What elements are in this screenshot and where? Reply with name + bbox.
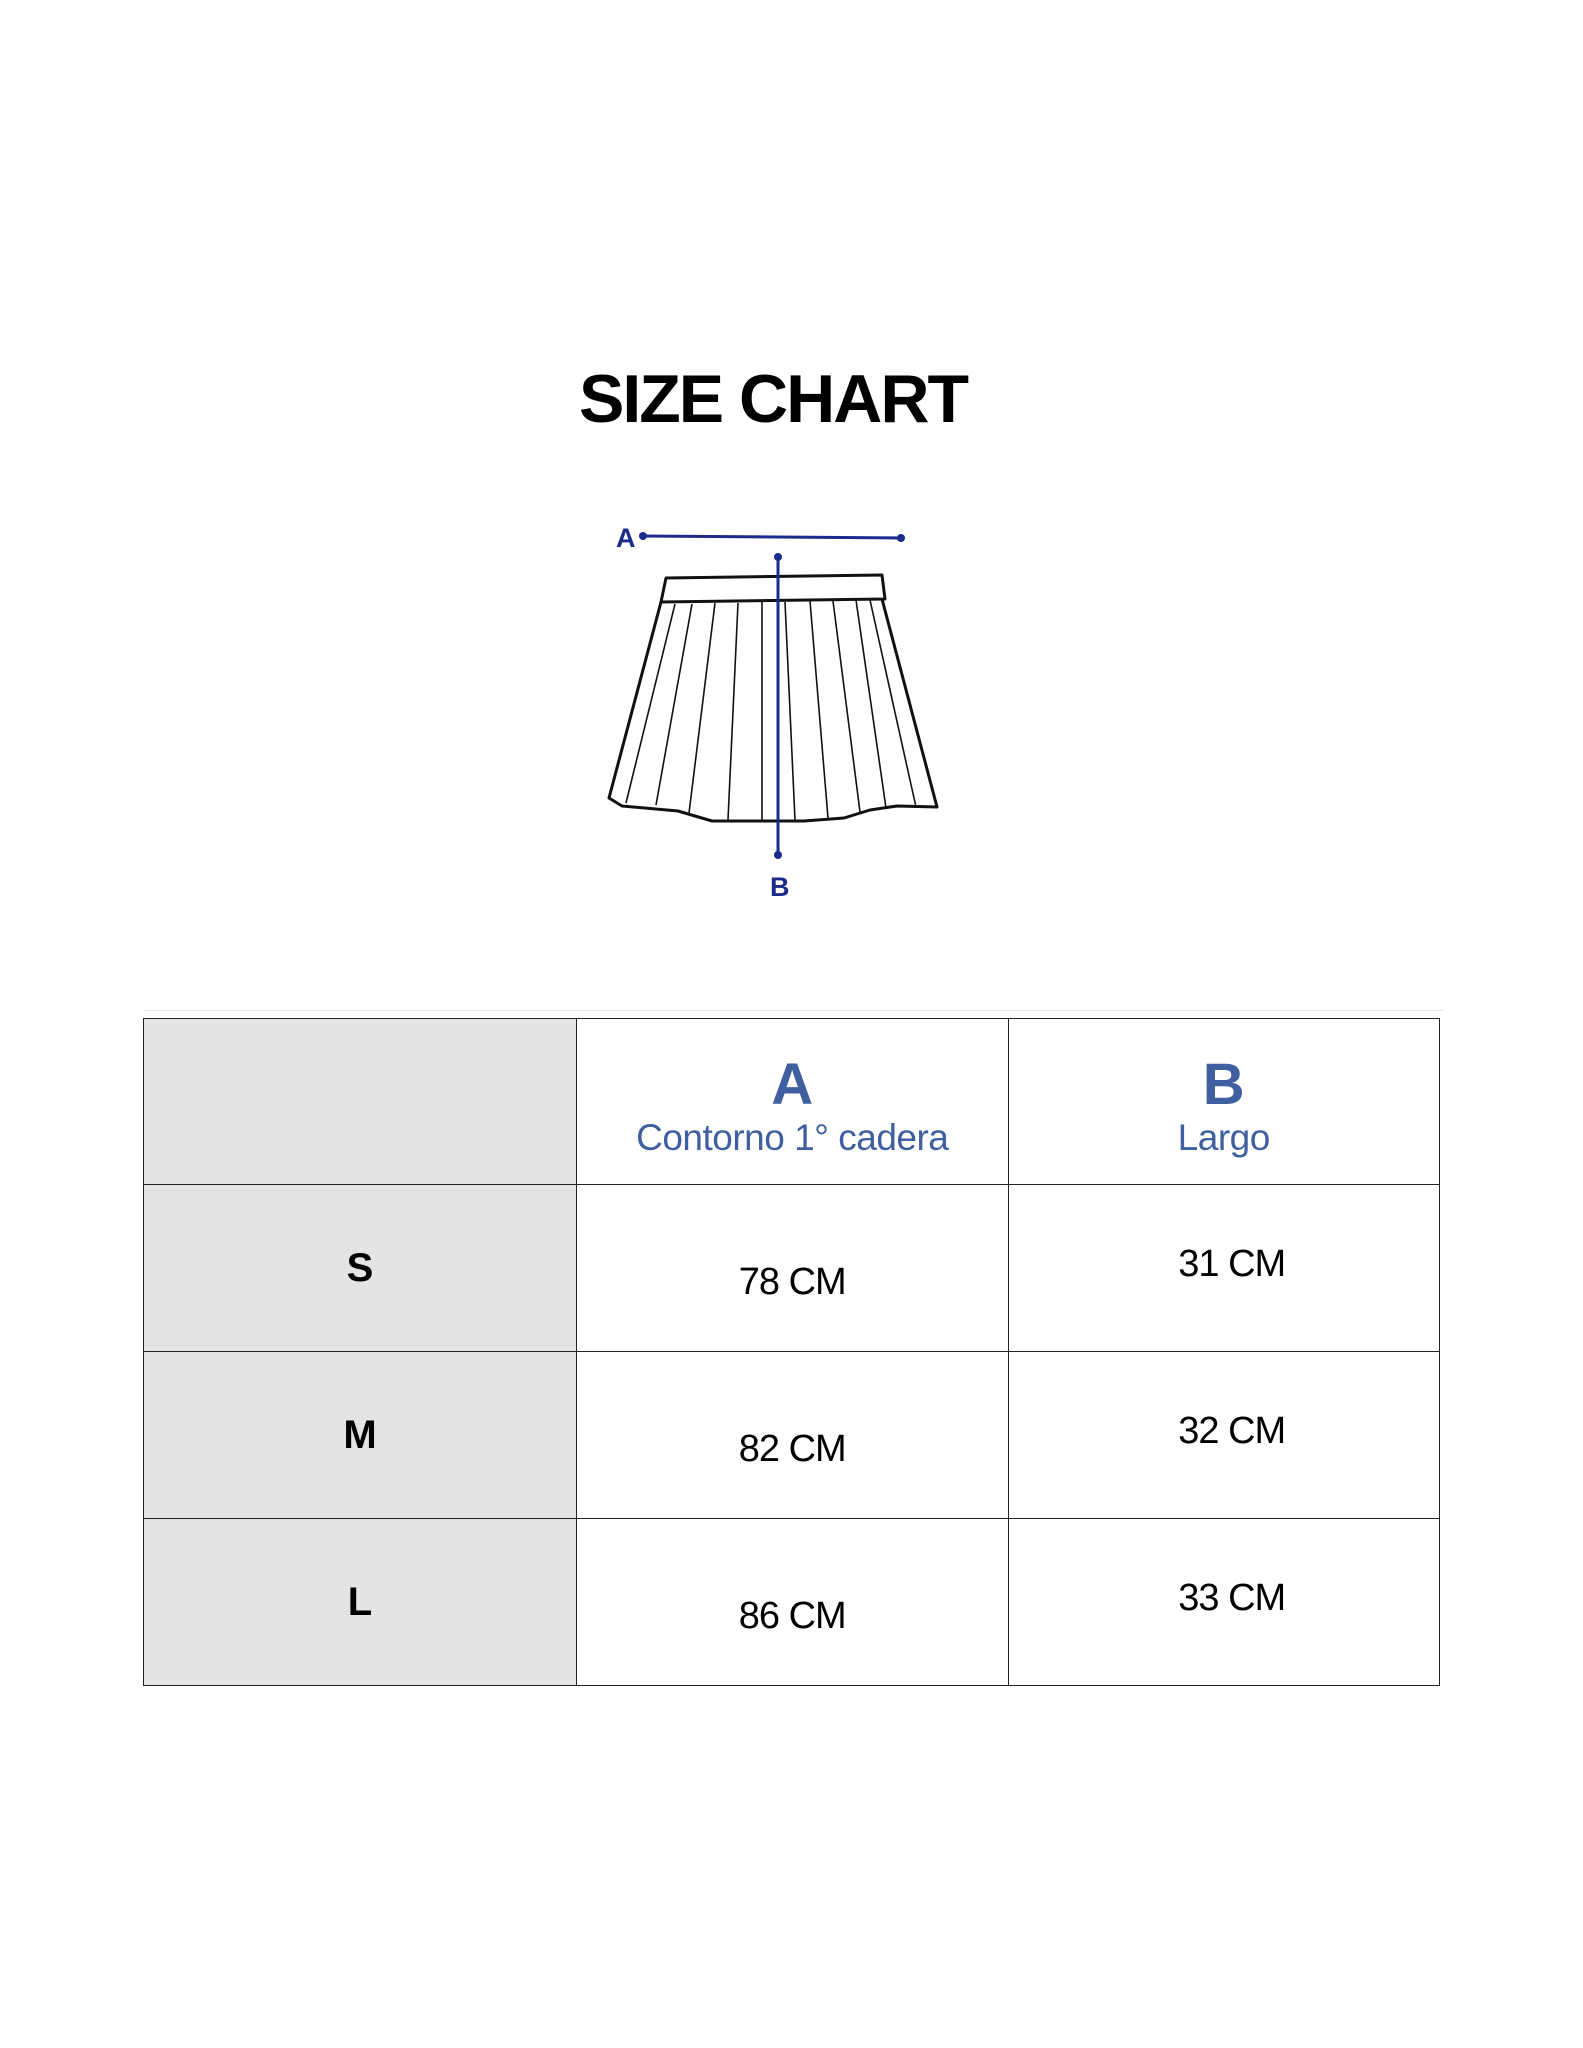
column-b-description: Largo xyxy=(1177,1116,1271,1158)
column-a-letter: A xyxy=(771,1051,814,1117)
value-b: 33 CM xyxy=(1178,1576,1286,1619)
table-row: S 78 CM 31 CM xyxy=(143,1184,1440,1352)
column-b-letter: B xyxy=(1202,1051,1245,1117)
value-a: 78 CM xyxy=(738,1260,847,1303)
value-b-cell: 32 CM xyxy=(1007,1351,1440,1519)
skirt-diagram: A B xyxy=(607,523,939,902)
table-row: M 82 CM 32 CM xyxy=(143,1351,1440,1519)
measure-a-line xyxy=(639,532,905,542)
skirt-pleats xyxy=(625,599,917,821)
column-a-description: Contorno 1° cadera xyxy=(636,1116,949,1158)
measure-b-label: B xyxy=(770,872,790,902)
measure-b-line xyxy=(774,553,782,859)
size-cell: L xyxy=(143,1518,577,1686)
size-table: A Contorno 1° cadera B Largo S 78 CM 31 … xyxy=(143,1018,1440,1686)
table-header-row: A Contorno 1° cadera B Largo xyxy=(143,1018,1440,1185)
value-b: 32 CM xyxy=(1178,1409,1286,1452)
value-b: 31 CM xyxy=(1178,1242,1286,1285)
value-a-cell: 86 CM xyxy=(576,1518,1009,1686)
value-a: 86 CM xyxy=(738,1594,847,1637)
divider xyxy=(143,1010,1443,1011)
skirt-illustration xyxy=(607,573,939,823)
value-b-cell: 31 CM xyxy=(1007,1184,1440,1352)
size-label: M xyxy=(343,1412,377,1457)
value-a-cell: 78 CM xyxy=(576,1184,1009,1352)
value-a-cell: 82 CM xyxy=(576,1351,1009,1519)
value-b-cell: 33 CM xyxy=(1007,1518,1440,1686)
size-cell: M xyxy=(143,1351,577,1519)
size-label: S xyxy=(346,1245,374,1290)
size-table-container: A Contorno 1° cadera B Largo S 78 CM 31 … xyxy=(143,1018,1440,1688)
size-label: L xyxy=(347,1579,373,1624)
page-title: SIZE CHART xyxy=(579,361,969,437)
size-cell: S xyxy=(143,1184,577,1352)
size-header-cell xyxy=(143,1018,577,1185)
value-a: 82 CM xyxy=(738,1427,847,1470)
column-b-header: B Largo xyxy=(1007,1018,1440,1185)
column-a-header: A Contorno 1° cadera xyxy=(576,1018,1009,1185)
measure-a-label: A xyxy=(616,523,636,553)
table-row: L 86 CM 33 CM xyxy=(143,1518,1440,1686)
